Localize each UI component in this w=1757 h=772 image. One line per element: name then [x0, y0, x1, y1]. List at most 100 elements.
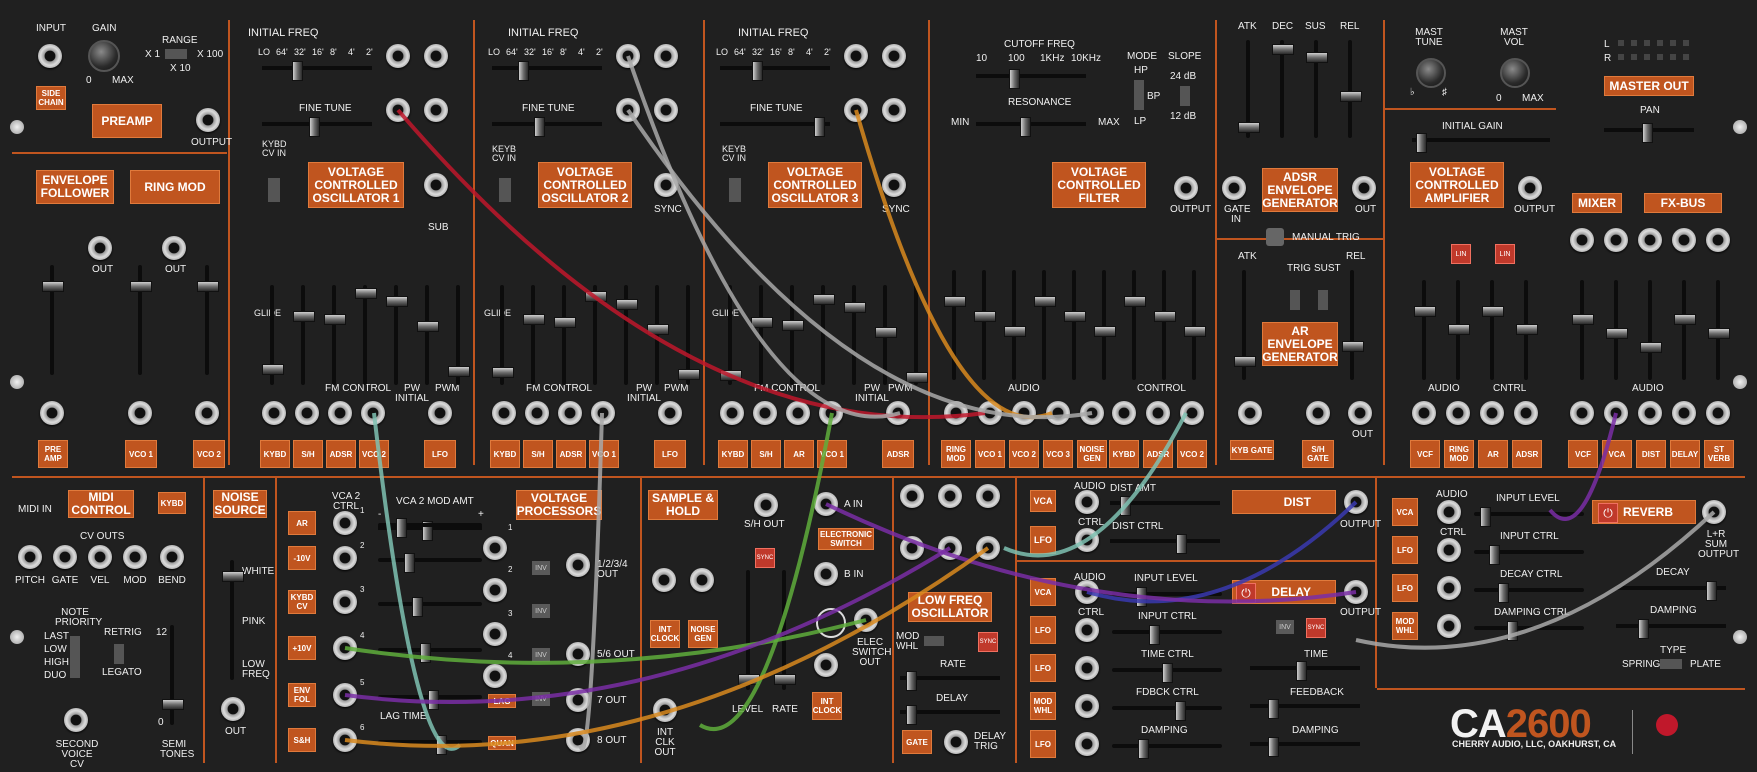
patch-cable[interactable] — [1548, 412, 1618, 522]
envfol-out-jack[interactable] — [88, 236, 112, 260]
preamp-input-jack[interactable] — [38, 44, 62, 68]
bend-jack[interactable] — [160, 545, 184, 569]
pitch-jack[interactable] — [18, 545, 42, 569]
master-mix-slider-cap[interactable] — [1674, 314, 1696, 325]
ringmod-out-jack[interactable] — [162, 236, 186, 260]
vco-fm-slider[interactable] — [363, 285, 367, 385]
vco-fm-slider-cap[interactable] — [492, 367, 514, 378]
reverb-damping-cap[interactable] — [1638, 619, 1649, 639]
master-mix-slider[interactable] — [1580, 280, 1584, 380]
reverb-jack[interactable] — [1437, 576, 1461, 600]
vca-mix-slider[interactable] — [1490, 280, 1494, 380]
delay-slider[interactable] — [1112, 744, 1222, 748]
vco-fm-slider-cap[interactable] — [448, 366, 470, 377]
vca-mix-slider-cap[interactable] — [1482, 306, 1504, 317]
vco-fm-slider-cap[interactable] — [293, 311, 315, 322]
vcf-output-jack[interactable] — [1174, 176, 1198, 200]
vco-fm-slider[interactable] — [593, 285, 597, 385]
lfo-mod-whl-switch[interactable] — [924, 636, 944, 646]
reverb-type-switch[interactable] — [1660, 659, 1682, 669]
vcf-mix-slider-cap[interactable] — [1184, 326, 1206, 337]
delay-inv-button[interactable]: INV — [1276, 620, 1294, 634]
reverb-jack[interactable] — [1437, 538, 1461, 562]
adsr-out-jack[interactable] — [1352, 176, 1376, 200]
vco-fm-slider-cap[interactable] — [906, 372, 928, 383]
mast-tune-knob[interactable] — [1416, 58, 1446, 88]
lfo-tri-jack[interactable] — [900, 484, 924, 508]
patch-cable[interactable] — [1355, 510, 1716, 650]
vca-jack[interactable] — [1514, 401, 1538, 425]
resonance-cap[interactable] — [1020, 117, 1031, 137]
vca-mix-slider-cap[interactable] — [1414, 306, 1436, 317]
left-mix-slider[interactable] — [138, 265, 142, 375]
vco-fm-slider[interactable] — [456, 285, 460, 385]
reverb-damping-slider[interactable] — [1616, 624, 1726, 628]
vco-fm-slider-cap[interactable] — [355, 288, 377, 299]
vco-fm-slider-cap[interactable] — [616, 299, 638, 310]
left-mix-slider[interactable] — [50, 265, 54, 375]
vco-fm-slider[interactable] — [852, 285, 856, 385]
vco-fm-jack[interactable] — [295, 401, 319, 425]
vco-fm-jack[interactable] — [558, 401, 582, 425]
ar-kyb-gate-jack[interactable] — [1238, 401, 1262, 425]
vco2-square-out[interactable] — [654, 98, 678, 122]
vcf-mix-slider[interactable] — [1132, 270, 1136, 380]
delay-feedback-cap[interactable] — [1268, 699, 1279, 719]
vca-mix-slider-cap[interactable] — [1448, 324, 1470, 335]
vco3-triangle-out[interactable] — [844, 44, 868, 68]
reverb-slider[interactable] — [1474, 550, 1584, 554]
vco2-freq-cap[interactable] — [518, 61, 529, 81]
lfo-sync-button[interactable]: SYNC — [978, 632, 998, 652]
vproc-slider[interactable] — [378, 740, 482, 744]
vco1-kybd-switch[interactable] — [268, 178, 280, 202]
vproc-mid-jack[interactable] — [483, 622, 507, 646]
vco1-saw-out[interactable] — [424, 44, 448, 68]
delay-jack[interactable] — [1075, 694, 1099, 718]
ar-trig-switch[interactable] — [1290, 290, 1300, 310]
left-mix-jack[interactable] — [40, 401, 64, 425]
vcf-mix-slider-cap[interactable] — [1004, 326, 1026, 337]
vco-fm-slider-cap[interactable] — [875, 327, 897, 338]
master-bus-jack[interactable] — [1672, 228, 1696, 252]
vco1-fine-cap[interactable] — [309, 117, 320, 137]
vco-fm-slider-cap[interactable] — [678, 369, 700, 380]
vca-lin-button[interactable]: LIN — [1451, 244, 1471, 264]
vcf-mix-slider[interactable] — [1042, 270, 1046, 380]
vel-jack[interactable] — [88, 545, 112, 569]
vco-fm-slider[interactable] — [821, 285, 825, 385]
dist-audio-jack[interactable] — [1075, 490, 1099, 514]
patch-cable[interactable] — [344, 546, 952, 704]
patch-cable[interactable] — [578, 412, 604, 751]
lfo-rate-cap[interactable] — [906, 671, 917, 691]
delay-slider-cap[interactable] — [1149, 625, 1160, 645]
vco-pwm-jack[interactable] — [658, 401, 682, 425]
vco3-freq-slider[interactable] — [720, 66, 830, 70]
patch-cable[interactable] — [1003, 412, 1188, 558]
delay-slider-cap[interactable] — [1175, 701, 1186, 721]
vco-fm-slider[interactable] — [500, 285, 504, 385]
delay-feedback-slider[interactable] — [1250, 704, 1360, 708]
vco-fm-slider[interactable] — [270, 285, 274, 385]
semitones-slider[interactable] — [170, 625, 174, 725]
delay-slider[interactable] — [1112, 706, 1222, 710]
delay-jack[interactable] — [1075, 656, 1099, 680]
range-switch[interactable] — [165, 49, 187, 59]
vproc-input-jack[interactable] — [333, 590, 357, 614]
inv-button[interactable]: INV — [532, 648, 550, 662]
inv-button[interactable]: INV — [532, 561, 550, 575]
sh-out-jack[interactable] — [754, 493, 778, 517]
delay-sync-button[interactable]: SYNC — [1306, 618, 1326, 638]
lfo-ramp-jack[interactable] — [976, 484, 1000, 508]
vca-jack[interactable] — [1412, 401, 1436, 425]
vco1-square-out[interactable] — [424, 98, 448, 122]
dist-ctrl-slider[interactable] — [1110, 539, 1220, 543]
inv-button[interactable]: INV — [532, 604, 550, 618]
adsr-rel-slider[interactable] — [1348, 40, 1352, 138]
vca-lin-button[interactable]: LIN — [1495, 244, 1515, 264]
master-bus-jack[interactable] — [1570, 228, 1594, 252]
master-bus-jack[interactable] — [1604, 228, 1628, 252]
vco-fm-slider[interactable] — [332, 285, 336, 385]
patch-cable[interactable] — [626, 55, 901, 419]
delay-slider[interactable] — [1112, 630, 1222, 634]
patch-cable[interactable] — [344, 546, 990, 748]
